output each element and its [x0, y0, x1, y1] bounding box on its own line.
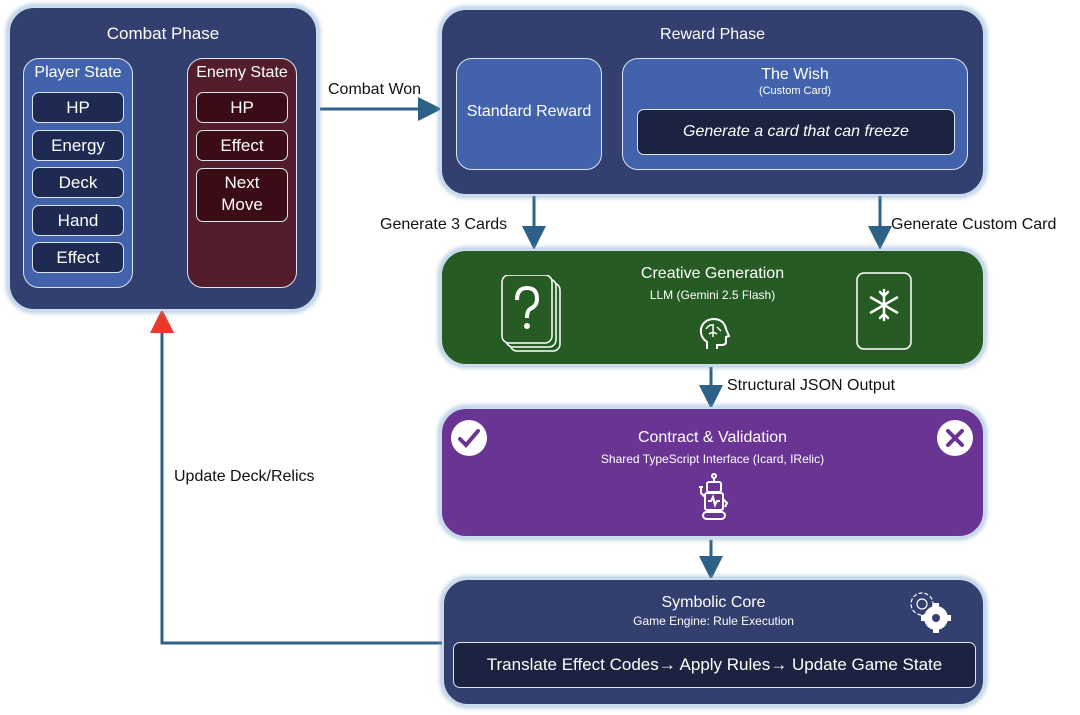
wish-prompt-input[interactable]: Generate a card that can freeze — [637, 109, 955, 155]
reward-phase-box: Reward Phase Standard Reward The Wish (C… — [440, 8, 985, 196]
player-effect: Effect — [32, 242, 124, 273]
standard-reward-box[interactable]: Standard Reward — [456, 58, 602, 170]
symbolic-core-title: Symbolic Core — [661, 594, 766, 611]
creative-generation-box: Creative Generation LLM (Gemini 2.5 Flas… — [440, 249, 985, 366]
generate-3-cards-label: Generate 3 Cards — [380, 216, 508, 233]
contract-validation-box: Contract & Validation Shared TypeScript … — [440, 407, 985, 538]
enemy-state-title: Enemy State — [196, 64, 288, 81]
symbolic-core-subtitle: Game Engine: Rule Execution — [633, 614, 794, 628]
player-energy: Energy — [32, 130, 124, 161]
enemy-hp: HP — [196, 92, 288, 123]
the-wish-subtitle: (Custom Card) — [758, 85, 832, 97]
player-deck: Deck — [32, 167, 124, 198]
player-hand: Hand — [32, 205, 124, 236]
structural-json-label: Structural JSON Output — [727, 377, 896, 394]
enemy-next-move: Next Move — [196, 168, 288, 222]
combat-phase-title: Combat Phase — [106, 24, 220, 43]
player-state-title: Player State — [34, 64, 122, 81]
contract-validation-subtitle: Shared TypeScript Interface (Icard, IRel… — [600, 452, 825, 466]
player-state-box: Player State HP Energy Deck Hand Effect — [23, 58, 133, 288]
player-hp: HP — [32, 92, 124, 123]
update-deck-relics-label: Update Deck/Relics — [174, 468, 315, 485]
the-wish-box[interactable]: The Wish (Custom Card) Generate a card t… — [622, 58, 968, 170]
combat-phase-box: Combat Phase Player State HP Energy Deck… — [8, 6, 318, 311]
generate-custom-card-label: Generate Custom Card — [891, 216, 1057, 233]
x-circle-icon — [937, 420, 973, 456]
update-deck-relics-arrow — [150, 309, 442, 645]
standard-reward-label: Standard Reward — [466, 103, 592, 120]
brain-head-icon — [699, 317, 731, 349]
enemy-effect: Effect — [196, 130, 288, 161]
question-cards-icon — [501, 275, 561, 352]
reward-phase-title: Reward Phase — [660, 26, 765, 43]
robot-icon — [699, 473, 729, 520]
contract-validation-title: Contract & Validation — [637, 429, 788, 446]
pipeline-steps: Translate Effect Codes→ Apply Rules→ Upd… — [453, 642, 976, 688]
combat-won-label: Combat Won — [328, 81, 422, 98]
creative-generation-title: Creative Generation — [640, 265, 785, 282]
the-wish-title: The Wish — [761, 66, 829, 83]
enemy-state-box: Enemy State HP Effect Next Move — [187, 58, 297, 288]
symbolic-core-box: Symbolic Core Game Engine: Rule Executio… — [442, 578, 985, 706]
snowflake-card-icon — [856, 272, 912, 350]
creative-generation-subtitle: LLM (Gemini 2.5 Flash) — [649, 288, 776, 302]
gears-icon — [910, 592, 951, 633]
check-circle-icon — [451, 420, 487, 456]
